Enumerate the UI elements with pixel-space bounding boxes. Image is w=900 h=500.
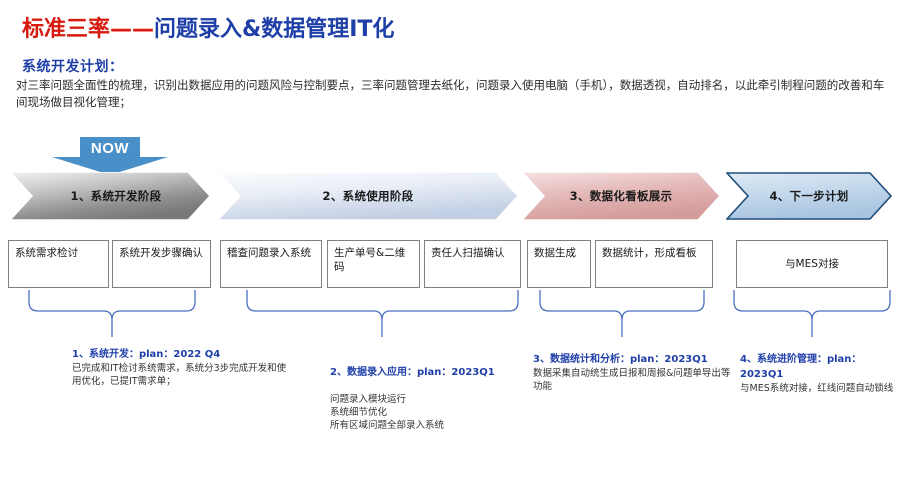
- phase-label-1: 1、系统开发阶段: [70, 189, 162, 203]
- plan-note-body-3: 数据采集自动统生成日报和周报&问题单导出等功能: [533, 368, 731, 392]
- phase-chevron-2[interactable]: 2、系统使用阶段: [218, 172, 518, 220]
- plan-note-4: 4、系统进阶管理：plan：2023Q1 与MES系统对接，红线问题自动锁线: [740, 352, 896, 395]
- plan-note-body-2: 问题录入模块运行 系统细节优化 所有区域问题全部录入系统: [330, 394, 445, 431]
- phase-chevron-1[interactable]: 1、系统开发阶段: [10, 172, 210, 220]
- chevron-shape-2: [218, 172, 518, 220]
- plan-note-1: 1、系统开发：plan：2022 Q4 已完成和IT检讨系统需求，系统分3步完成…: [72, 347, 292, 388]
- brace-connector-3: [539, 290, 705, 337]
- brace-connector-1: [28, 290, 196, 337]
- chevron-shape-1: [10, 172, 210, 220]
- task-box-5[interactable]: 责任人扫描确认: [424, 240, 521, 288]
- down-arrow-icon: [52, 137, 168, 175]
- plan-note-heading-1: 1、系统开发：plan：2022 Q4: [72, 349, 221, 360]
- plan-note-body-4: 与MES系统对接，红线问题自动锁线: [740, 383, 894, 394]
- brace-connector-4: [733, 290, 891, 337]
- phase-label-4: 4、下一步计划: [769, 189, 849, 203]
- plan-note-heading-4: 4、系统进阶管理：plan：2023Q1: [740, 354, 862, 380]
- page-title-blue: 问题录入&数据管理IT化: [154, 17, 395, 42]
- task-box-6[interactable]: 数据生成: [527, 240, 591, 288]
- task-box-4[interactable]: 生产单号&二维码: [327, 240, 420, 288]
- phase-label-2: 2、系统使用阶段: [322, 189, 414, 203]
- task-box-2[interactable]: 系统开发步骤确认: [112, 240, 211, 288]
- brace-connector-2: [246, 290, 519, 337]
- task-box-1[interactable]: 系统需求检讨: [8, 240, 109, 288]
- task-box-7[interactable]: 数据统计，形成看板: [595, 240, 713, 288]
- plan-note-body-1: 已完成和IT检讨系统需求，系统分3步完成开发和使用优化，已提IT需求单；: [72, 363, 287, 387]
- task-box-8[interactable]: 与MES对接: [736, 240, 888, 288]
- phase-chevron-3[interactable]: 3、数据化看板展示: [522, 172, 720, 220]
- plan-note-heading-2: 2、数据录入应用：plan：2023Q1: [330, 367, 495, 378]
- now-label: NOW: [90, 140, 130, 157]
- phase-label-3: 3、数据化看板展示: [569, 189, 673, 203]
- task-box-3[interactable]: 稽查问题录入系统: [220, 240, 322, 288]
- intro-paragraph: 对三率问题全面性的梳理，识别出数据应用的问题风险与控制要点，三率问题管理去纸化，…: [16, 78, 885, 109]
- now-marker: NOW: [50, 137, 170, 175]
- page-title: 标准三率——问题录入&数据管理IT化: [22, 11, 394, 43]
- chevron-shape-3: [522, 172, 720, 220]
- page-title-red: 标准三率——: [22, 17, 155, 42]
- plan-note-3: 3、数据统计和分析：plan：2023Q1 数据采集自动统生成日报和周报&问题单…: [533, 352, 733, 393]
- plan-note-heading-3: 3、数据统计和分析：plan：2023Q1: [533, 354, 708, 365]
- section-heading: 系统开发计划：: [22, 59, 124, 75]
- plan-note-2: 2、数据录入应用：plan：2023Q1 问题录入模块运行 系统细节优化 所有区…: [330, 352, 545, 432]
- chevron-shape-4: [726, 172, 892, 220]
- phase-chevron-4[interactable]: 4、下一步计划: [726, 172, 892, 220]
